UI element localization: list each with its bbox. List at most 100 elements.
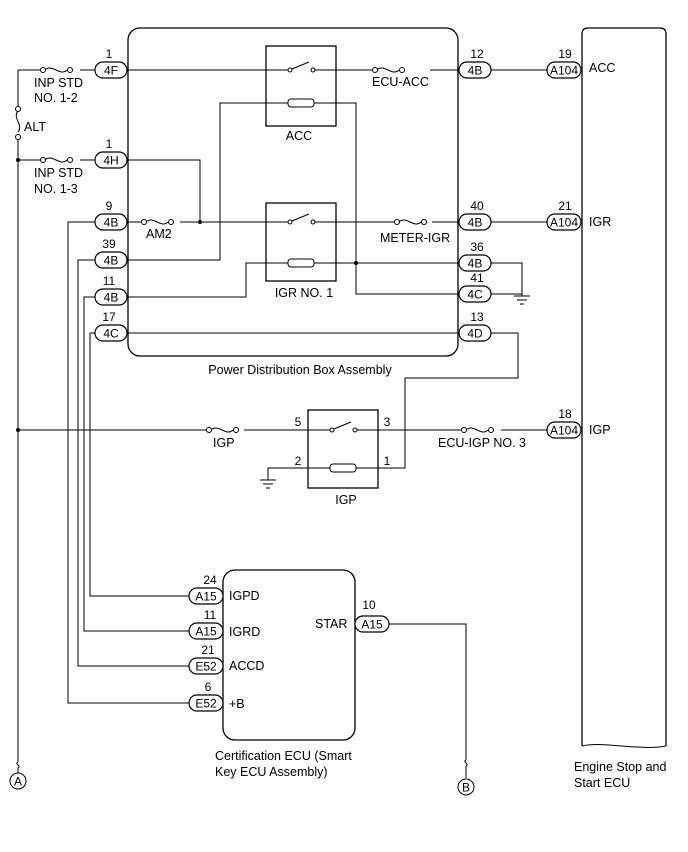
pin-number: 11 <box>204 608 217 622</box>
pin-number: 11 <box>103 274 116 288</box>
connector-a104-18 <box>546 421 582 439</box>
pin-number: 6 <box>205 680 212 694</box>
wire-ground-right <box>491 262 523 296</box>
engine-ecu-title-2: Start ECU <box>574 776 630 790</box>
fuse-igp <box>206 427 239 433</box>
relay-pin-5: 5 <box>295 415 302 429</box>
fuse-inp-std-1-2 <box>40 67 73 73</box>
connector-a15-10-label: A15 <box>361 618 383 632</box>
igr-relay-switch <box>266 213 336 225</box>
connector-4d-13-label: 4D <box>467 327 483 341</box>
signal-star: STAR <box>315 617 347 631</box>
cert-ecu-title-2: Key ECU Assembly) <box>215 765 328 779</box>
wire-accd <box>77 259 189 667</box>
pin-number: 12 <box>470 47 484 61</box>
wire-acc-coil-ground <box>336 102 459 295</box>
igp-relay-coil <box>308 463 378 473</box>
signal-accd: ACCD <box>229 659 264 673</box>
connector-4h-label: 4H <box>103 154 118 168</box>
connector-4b-40-label: 4B <box>468 216 483 230</box>
acc-relay-switch <box>266 61 336 73</box>
wire-igpd <box>89 332 189 597</box>
signal-acc: ACC <box>589 61 615 75</box>
offpage-b-label: B <box>462 781 470 795</box>
pin-number: 18 <box>558 407 572 421</box>
igr-no1-relay <box>265 202 337 282</box>
connector-a15-24-label: A15 <box>195 590 217 604</box>
fuse-inp12-label: NO. 1-2 <box>34 91 78 105</box>
connector-4f <box>94 61 128 79</box>
connector-4b-12 <box>458 61 492 79</box>
pin-number: 17 <box>102 310 116 324</box>
connector-4b-36-label: 4B <box>468 257 483 271</box>
relay-pin-2: 2 <box>295 454 302 468</box>
connector-4b-12-label: 4B <box>468 64 483 78</box>
pin-number: 9 <box>106 199 113 213</box>
fuse-am2 <box>141 219 174 225</box>
fuse-ecu-acc <box>372 67 405 73</box>
connector-4b-39-label: 4B <box>104 254 119 268</box>
fuse-inp13-label: INP STD <box>34 166 83 180</box>
igr-relay-coil <box>266 258 336 268</box>
connector-4b-9-label: 4B <box>104 216 119 230</box>
pin-number: 13 <box>470 310 484 324</box>
wire-4d-igp-coil <box>378 332 519 469</box>
pin-number: 41 <box>470 271 484 285</box>
connector-a104-21-label: A104 <box>550 216 578 230</box>
connector-e52-6-label: E52 <box>195 697 217 711</box>
engine-ecu-box-cut <box>581 744 667 748</box>
pdb-title: Power Distribution Box Assembly <box>208 363 392 377</box>
wire-plus-b <box>67 221 189 704</box>
pin-number: 39 <box>102 237 116 251</box>
relay-pin-3: 3 <box>384 415 391 429</box>
signal-igrd: IGRD <box>229 625 260 639</box>
wire-igr-coil <box>127 262 266 298</box>
connector-4c-41 <box>458 285 492 303</box>
signal-igpd: IGPD <box>229 589 260 603</box>
power-distribution-box <box>127 27 459 357</box>
pin-number: 10 <box>362 598 376 612</box>
pin-number: 21 <box>201 643 215 657</box>
pin-number: 21 <box>558 199 572 213</box>
fuse-ecu-igp-3 <box>461 427 494 433</box>
offpage-a-marker <box>9 772 27 790</box>
connector-4b-36 <box>458 254 492 272</box>
wire-igp-coil-ground <box>267 467 308 480</box>
fuse-igp-label: IGP <box>213 436 235 450</box>
engine-stop-start-ecu-box <box>581 27 667 746</box>
wire-4h <box>127 159 201 222</box>
connector-a104-19-label: A104 <box>550 64 578 78</box>
fuse-inp13-label: NO. 1-3 <box>34 182 78 196</box>
connector-a15-11 <box>188 622 224 640</box>
pin-number: 1 <box>106 137 113 151</box>
fuse-ecu-acc-label: ECU-ACC <box>372 75 429 89</box>
pin-number: 40 <box>470 199 484 213</box>
offpage-a-label: A <box>14 775 22 789</box>
relay-igr-label: IGR NO. 1 <box>275 286 333 300</box>
fuse-am2-label: AM2 <box>146 227 172 241</box>
pin-number: 1 <box>106 47 113 61</box>
acc-relay-coil <box>266 98 336 108</box>
acc-relay <box>265 45 337 127</box>
fuse-meter-igr <box>394 219 427 225</box>
certification-ecu-box <box>222 569 356 741</box>
ground-symbol-right <box>514 295 530 305</box>
igp-relay-switch <box>308 421 378 433</box>
signal-plus-b: +B <box>229 697 245 711</box>
connector-a15-11-label: A15 <box>195 625 217 639</box>
relay-igp-label: IGP <box>335 493 357 507</box>
signal-igr: IGR <box>589 215 611 229</box>
fuse-alt-label: ALT <box>24 120 46 134</box>
ground-symbol-igp <box>260 479 276 489</box>
offpage-b-marker <box>457 778 475 796</box>
wire-star <box>388 623 467 760</box>
wire-break-b <box>464 759 468 778</box>
pin-number: 36 <box>470 240 484 254</box>
connector-a104-18-label: A104 <box>550 424 578 438</box>
connector-4b-9 <box>94 213 128 231</box>
connector-4c-41-label: 4C <box>467 288 483 302</box>
fuse-meter-igr-label: METER-IGR <box>380 231 450 245</box>
connector-a15-24 <box>188 587 224 605</box>
igp-relay <box>307 409 379 489</box>
